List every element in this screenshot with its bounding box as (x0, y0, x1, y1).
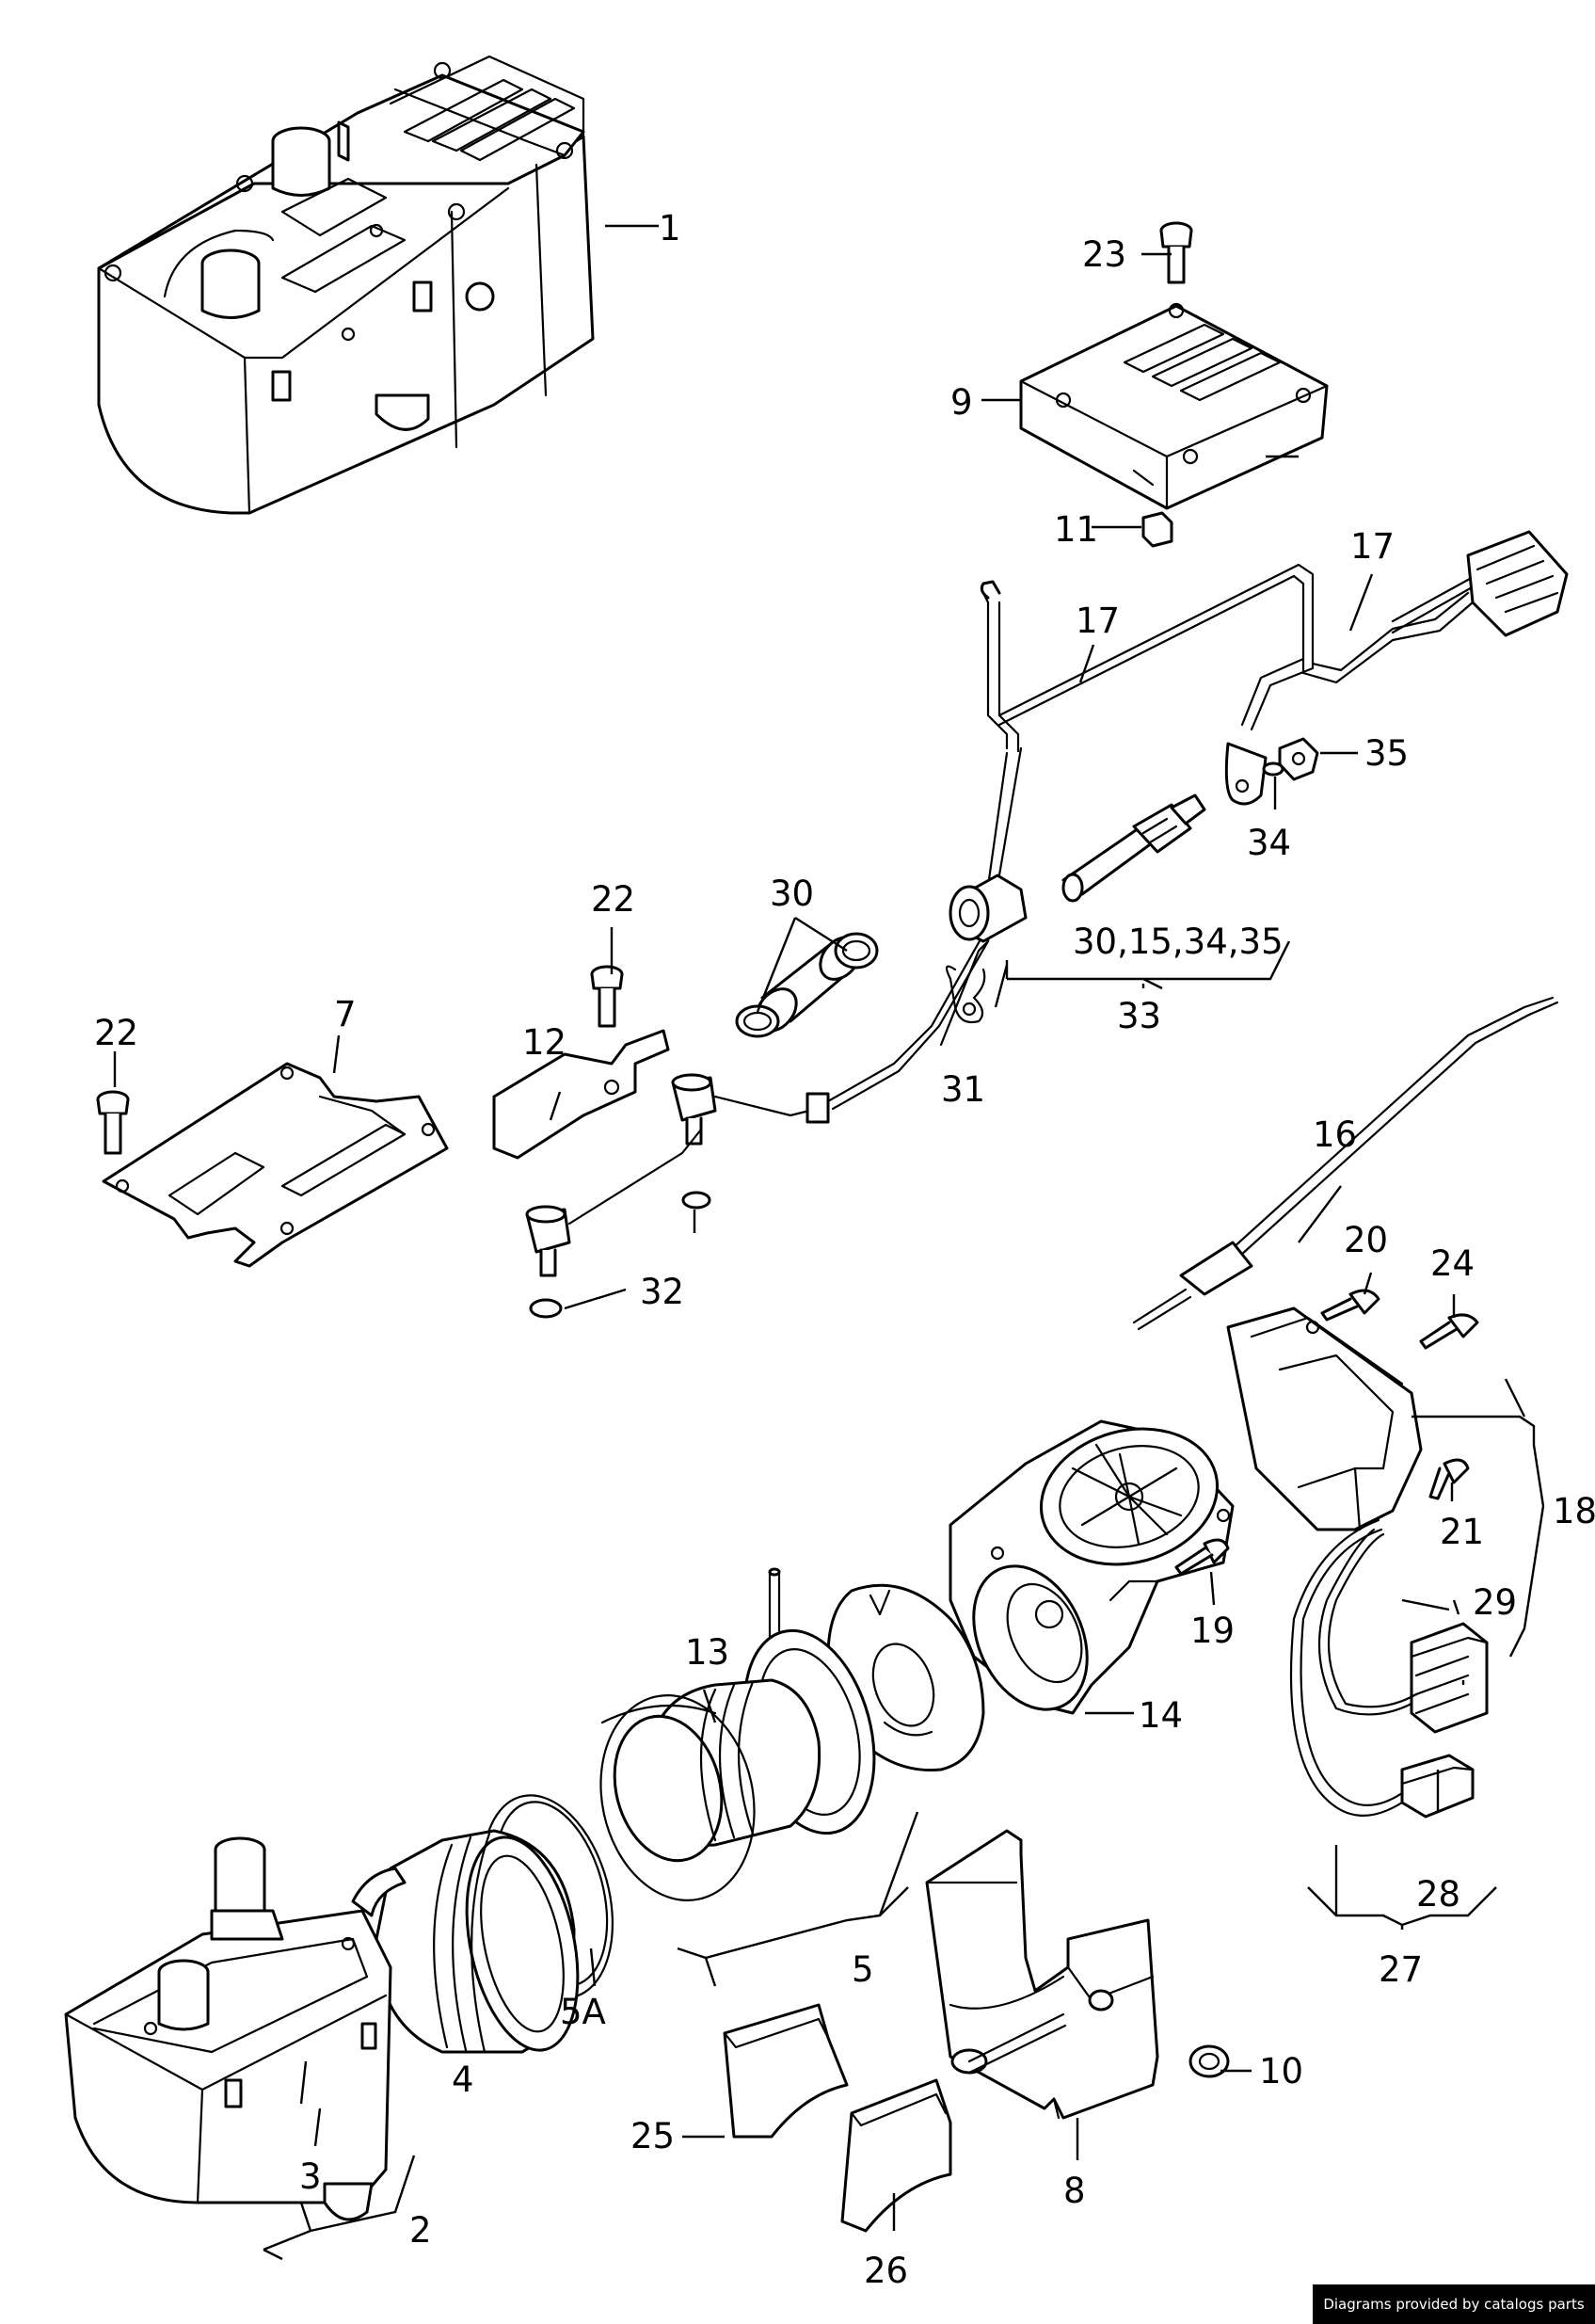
callout-34: 34 (1247, 823, 1291, 863)
cover-plate-illustration (102, 1062, 449, 1268)
control-unit-illustration (1019, 302, 1329, 510)
callout-21: 21 (1440, 1512, 1484, 1552)
callout-14: 14 (1139, 1695, 1183, 1736)
heater-unit-illustration (97, 55, 595, 515)
callout-32: 32 (640, 1272, 684, 1312)
callout-16: 16 (1313, 1114, 1357, 1155)
callout-18: 18 (1553, 1491, 1595, 1531)
holder-8-illustration (925, 1829, 1159, 2120)
callout-33: 33 (1117, 996, 1161, 1036)
callout-25: 25 (630, 2116, 675, 2156)
tube-30-illustration (735, 932, 879, 1038)
callout-20: 20 (1344, 1220, 1388, 1260)
callout-3: 3 (299, 2156, 322, 2197)
heater-base-illustration (64, 1836, 392, 2221)
callout-19: 19 (1190, 1611, 1235, 1651)
diagram-credit-badge: Diagrams provided by catalogs parts (1313, 2284, 1595, 2324)
callout-29: 29 (1473, 1582, 1517, 1623)
callout-17-mid: 17 (1076, 601, 1120, 641)
callout-22-upper: 22 (591, 879, 635, 920)
callout-26: 26 (864, 2251, 908, 2291)
blower-housing-illustration (1226, 1306, 1423, 1531)
callout-10: 10 (1259, 2051, 1303, 2092)
callouts: 1 23 9 11 17 17 35 34 30 22 30,15,34,35 … (94, 208, 1595, 2291)
callout-30-15-34-35: 30,15,34,35 (1073, 922, 1284, 962)
callout-2: 2 (409, 2210, 432, 2251)
sensor-connector-illustration (949, 874, 1028, 943)
clip-31-illustration (945, 965, 986, 1024)
wiring-harness-illustration (807, 530, 1569, 1113)
glow-pin-16-illustration (1132, 996, 1559, 1331)
part-11-illustration (1141, 511, 1173, 548)
callout-23: 23 (1082, 234, 1126, 275)
callout-7: 7 (334, 994, 357, 1034)
callout-35: 35 (1364, 733, 1409, 774)
leader-lines (113, 224, 1545, 2261)
grommet-10-illustration (1188, 2044, 1230, 2078)
screw-23-illustration (1159, 221, 1193, 284)
callout-22-left: 22 (94, 1013, 138, 1053)
connector-29-illustration (1317, 1528, 1489, 1734)
sensor-32-illustration (525, 1073, 830, 1319)
screw-20-illustration (1320, 1289, 1380, 1322)
callout-30: 30 (770, 874, 814, 914)
callout-27: 27 (1379, 1949, 1423, 1990)
callout-13: 13 (685, 1632, 729, 1673)
bracket-12-illustration (492, 1029, 670, 1160)
callout-5a: 5A (560, 1992, 606, 2032)
callout-4: 4 (452, 2060, 474, 2100)
screw-19-illustration (1174, 1538, 1230, 1576)
screw-21-illustration (1428, 1458, 1470, 1500)
nut-35-illustration (1278, 737, 1319, 781)
blower-motor-illustration (949, 1419, 1235, 1715)
callout-11: 11 (1054, 509, 1098, 550)
callout-28: 28 (1416, 1874, 1460, 1915)
callout-9: 9 (950, 382, 973, 423)
burner-13-illustration (600, 1567, 876, 1863)
screw-22-illustration (590, 965, 624, 1028)
callout-8: 8 (1063, 2171, 1086, 2211)
callout-12: 12 (522, 1022, 566, 1063)
callout-17-top: 17 (1350, 526, 1395, 567)
pad-26-illustration (840, 2078, 952, 2233)
screw-22b-illustration (96, 1090, 130, 1155)
glow-plug-illustration (1061, 793, 1206, 903)
callout-1: 1 (659, 208, 681, 248)
heat-exchanger-illustration (351, 1829, 580, 2054)
callout-31: 31 (941, 1069, 985, 1110)
callout-5: 5 (852, 1949, 874, 1990)
pad-25-illustration (723, 2003, 849, 2139)
callout-24: 24 (1430, 1243, 1475, 1284)
screw-24-illustration (1419, 1313, 1479, 1350)
